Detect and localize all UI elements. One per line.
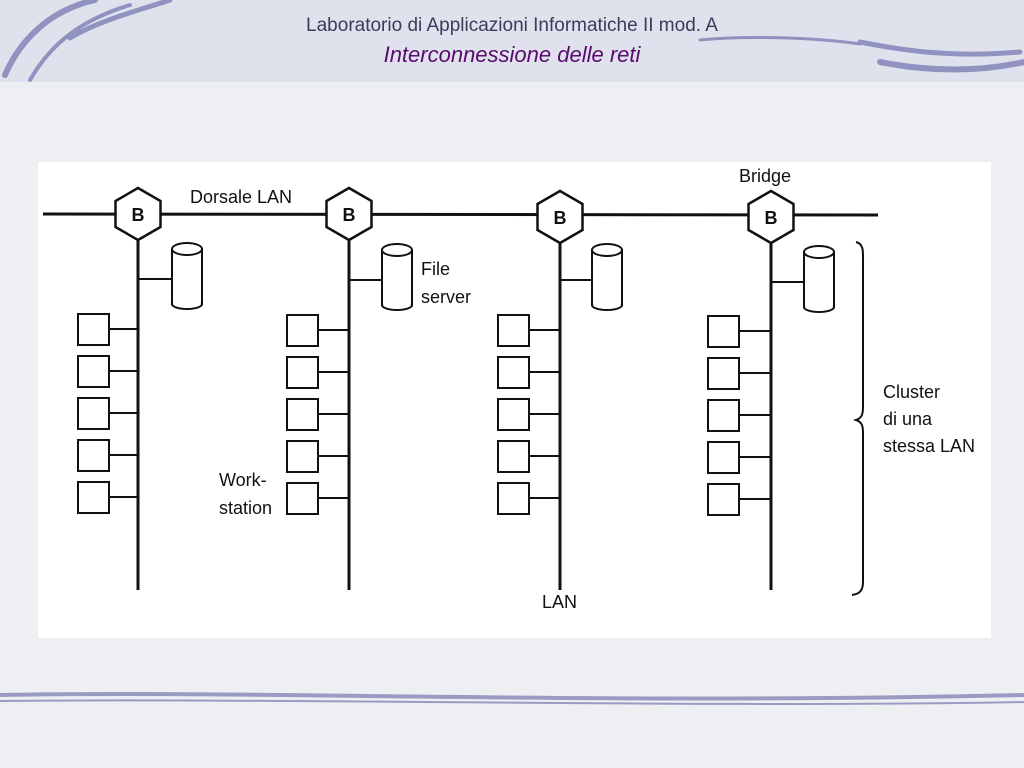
file-server-label-line1: File xyxy=(421,259,450,279)
workstation-box xyxy=(286,440,319,473)
workstation-box xyxy=(707,399,740,432)
bridge-node-letter: B xyxy=(343,205,356,225)
header-band xyxy=(0,0,1024,82)
workstation-box xyxy=(77,481,110,514)
workstation-box xyxy=(707,357,740,390)
bridge-node xyxy=(325,186,373,242)
cluster-label-line1: Cluster xyxy=(883,382,940,402)
workstation-box xyxy=(497,356,530,389)
workstation-label-line1: Work- xyxy=(219,470,267,490)
cluster-label-line2: di una xyxy=(883,409,933,429)
file-server-top xyxy=(381,243,413,257)
file-server-top xyxy=(591,243,623,257)
cluster-label-line3: stessa LAN xyxy=(883,436,975,456)
bridge-node xyxy=(536,189,584,245)
slide-subtitle: Interconnessione delle reti xyxy=(383,42,641,67)
header-swooshes xyxy=(2,0,1024,82)
backbone-line xyxy=(42,212,879,217)
workstation-box xyxy=(77,355,110,388)
workstation-box xyxy=(286,356,319,389)
bridge-node-letter: B xyxy=(765,208,778,228)
workstation-box xyxy=(497,440,530,473)
bridge-node xyxy=(114,186,162,242)
workstation-box xyxy=(286,398,319,431)
slide-title: Laboratorio di Applicazioni Informatiche… xyxy=(306,15,718,36)
file-server-top xyxy=(171,242,203,256)
workstation-box xyxy=(497,482,530,515)
workstation-box xyxy=(707,441,740,474)
bridge-node-letter: B xyxy=(132,205,145,225)
file-server-label-line2: server xyxy=(421,287,471,307)
workstation-box xyxy=(707,315,740,348)
workstation-box xyxy=(286,482,319,515)
workstation-box xyxy=(497,398,530,431)
workstation-box xyxy=(77,439,110,472)
file-server-top xyxy=(803,245,835,259)
lan-segment-3: B xyxy=(497,189,623,590)
lan-segment-1: B xyxy=(77,186,203,590)
lan-label: LAN xyxy=(542,592,577,612)
bridge-node-letter: B xyxy=(554,208,567,228)
workstation-label-line2: station xyxy=(219,498,272,518)
workstation-box xyxy=(77,397,110,430)
file-server-fill xyxy=(173,279,201,303)
workstation-box xyxy=(497,314,530,347)
file-server-fill xyxy=(593,280,621,304)
lan-segment-2: B xyxy=(286,186,413,590)
network-diagram: Dorsale LAN Bridge B B B B File server Work… xyxy=(42,166,975,612)
workstation-box xyxy=(286,314,319,347)
workstation-box xyxy=(77,313,110,346)
bridge-node xyxy=(747,189,795,245)
diagram-panel: Dorsale LAN Bridge B B B B File server Work… xyxy=(38,162,991,638)
bridge-label: Bridge xyxy=(739,166,791,186)
file-server-fill xyxy=(383,280,411,304)
backbone-label: Dorsale LAN xyxy=(190,187,292,207)
file-server-fill xyxy=(805,282,833,306)
workstation-box xyxy=(707,483,740,516)
lan-segment-4: B xyxy=(707,189,835,590)
cluster-brace xyxy=(851,241,865,596)
